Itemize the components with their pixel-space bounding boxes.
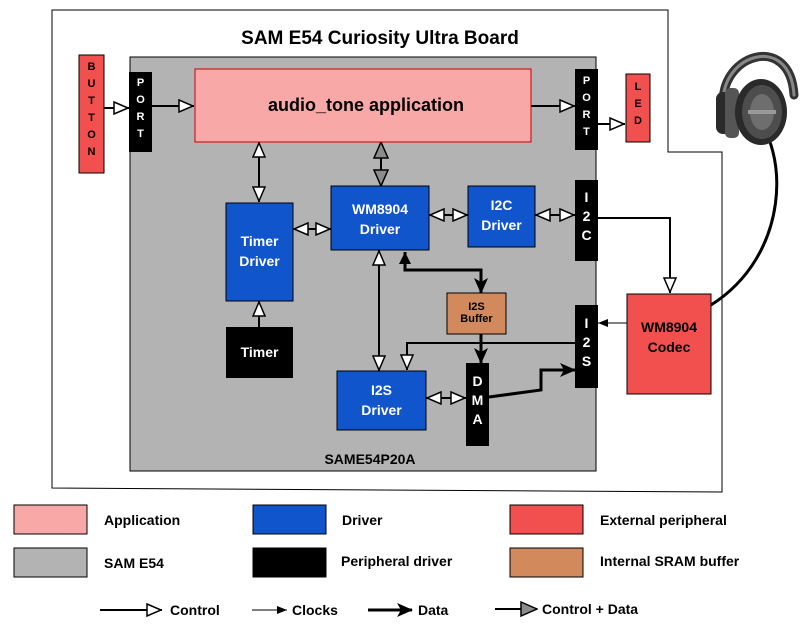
application-label: audio_tone application: [268, 95, 464, 115]
i2c-block: [575, 180, 598, 261]
legend-swatch-buffer: [509, 547, 584, 578]
legend-swatch-sam-e54: [13, 547, 88, 578]
codec-block: [626, 293, 712, 395]
legend-swatch-external: [509, 504, 584, 535]
wm8904-driver-block: [330, 185, 430, 251]
i2c-driver-block: [467, 185, 536, 248]
wm8904-data-start: [399, 252, 411, 264]
legend-swatch-driver: [252, 504, 327, 535]
legend-swatch-peripheral: [252, 547, 327, 578]
legend-label-control: Control: [170, 602, 220, 618]
legend-label-application: Application: [104, 512, 180, 528]
application-block: [194, 68, 532, 143]
chip-label: SAME54P20A: [324, 451, 415, 467]
button-block[interactable]: [78, 54, 105, 174]
i2s-driver-block: [336, 370, 427, 431]
connectors: [104, 106, 779, 399]
timer-label: Timer: [241, 344, 279, 360]
timer-driver-block: [225, 202, 294, 302]
dma-block: [466, 363, 489, 446]
port-out-block: [575, 69, 598, 150]
port-in-block: [129, 72, 152, 152]
headphones-icon: [716, 52, 799, 145]
legend-label-sam-e54: SAM E54: [104, 555, 164, 571]
board-title: SAM E54 Curiosity Ultra Board: [241, 28, 519, 49]
legend-label-external: External peripheral: [600, 512, 727, 528]
legend: Application Driver External peripheral S…: [13, 504, 740, 618]
i2s-to-i2s-driver-arrow: [407, 342, 575, 370]
legend-label-buffer: Internal SRAM buffer: [600, 553, 740, 569]
legend-label-data: Data: [418, 602, 449, 618]
legend-label-peripheral: Peripheral driver: [341, 553, 453, 569]
legend-swatch-application: [13, 504, 88, 535]
dma-to-i2s-data: [488, 363, 576, 399]
legend-label-driver: Driver: [342, 512, 383, 528]
legend-label-control-data: Control + Data: [542, 601, 638, 617]
i2c-to-codec-arrow: [598, 217, 670, 293]
timer-block: [226, 327, 293, 378]
led-block: [625, 73, 651, 143]
i2s-buffer-block: [446, 292, 507, 335]
legend-label-clocks: Clocks: [292, 602, 338, 618]
i2s-block: [575, 305, 598, 388]
